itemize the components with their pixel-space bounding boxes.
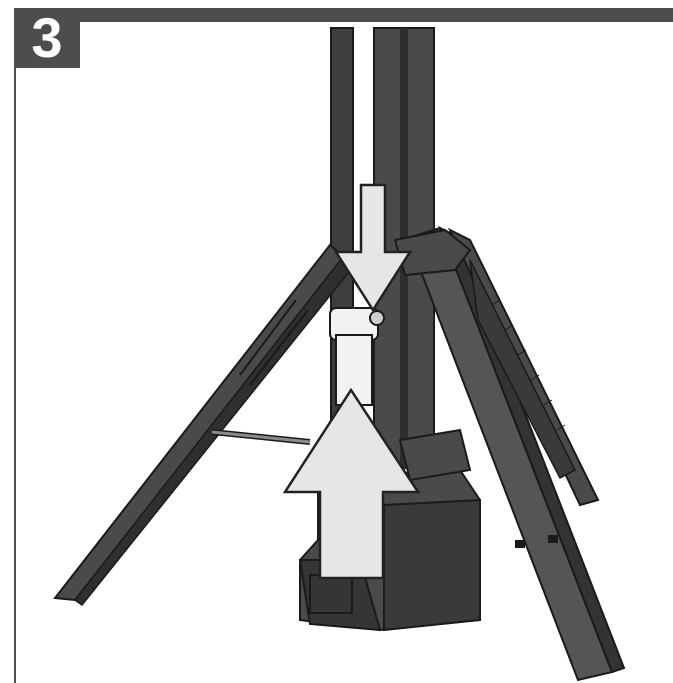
step-number-badge: 3 (14, 8, 80, 68)
cross-brace (211, 429, 311, 445)
frame-top-bar (14, 8, 673, 22)
right-leg (406, 225, 626, 682)
arrow-up (282, 387, 421, 580)
lock-collar (329, 228, 472, 406)
side-leg (447, 227, 600, 507)
base-unit (298, 428, 481, 632)
arrow-down (333, 183, 413, 313)
frame-left-border (14, 8, 16, 683)
